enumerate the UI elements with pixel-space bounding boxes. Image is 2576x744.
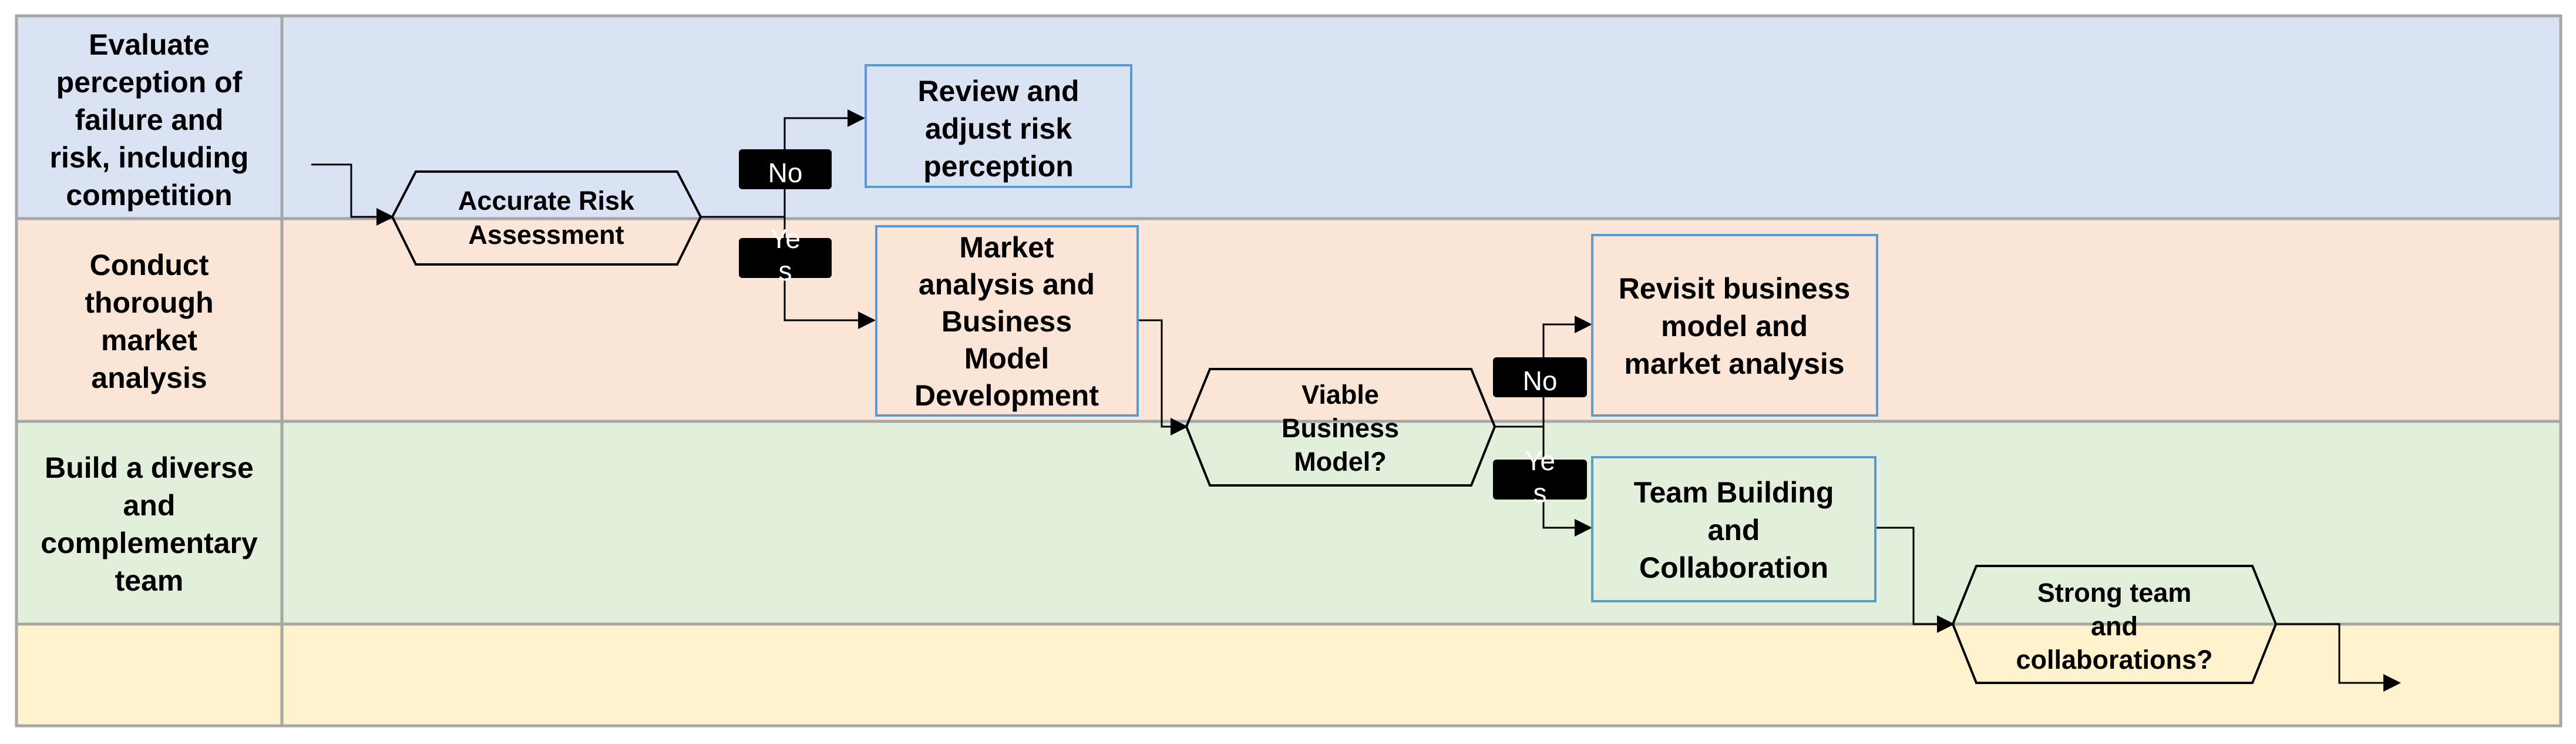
team-building-label-line-1: Team Building	[1634, 476, 1834, 509]
viable-model-decision	[1185, 368, 1496, 487]
start-arrow	[311, 163, 394, 226]
lane-title-evaluate-line-1: Evaluate	[89, 28, 210, 61]
lane-title-team: Build a diverse and complementary team	[41, 451, 258, 597]
no-badge-1-label-line-1: No	[768, 157, 803, 188]
strong-team-decision	[1951, 565, 2278, 684]
strong-team-label-line-2: and	[2091, 611, 2138, 641]
viable-model-label-line-3: Model?	[1294, 447, 1386, 477]
no-badge-1-label: No	[768, 157, 803, 188]
lane-market-analysis	[16, 219, 2561, 421]
no-badge-2-label-line-1: No	[1523, 366, 1558, 396]
market-analysis-label-line-2: analysis and	[919, 268, 1095, 301]
lane-title-team-line-3: complementary	[41, 527, 258, 559]
market-analysis-box	[875, 225, 1139, 417]
lane-final	[16, 624, 2561, 726]
review-risk-box	[865, 64, 1132, 188]
lane-title-market-line-3: market	[101, 324, 197, 357]
lane-outer-border	[15, 14, 2562, 728]
revisit-model-label: Revisit business model and market analysis	[1619, 272, 1851, 380]
strong-team-label-line-1: Strong team	[2037, 578, 2192, 608]
revisit-model-label-line-1: Revisit business	[1619, 272, 1851, 305]
yes-badge-2	[1493, 460, 1587, 500]
lane-title-team-line-4: team	[115, 564, 184, 597]
lane-title-evaluate-line-3: failure and	[75, 103, 224, 136]
yes-badge-2-label-line-2: s	[1534, 478, 1547, 508]
accurate-risk-label-line-1: Accurate Risk	[458, 186, 635, 216]
market-analysis-label-line-5: Development	[914, 379, 1099, 412]
lane-title-market-line-2: thorough	[85, 286, 213, 319]
viable-model-label-line-1: Viable	[1302, 380, 1379, 410]
review-risk-label-line-2: adjust risk	[925, 112, 1072, 145]
accurate-risk-label-line-2: Assessment	[468, 220, 624, 250]
review-risk-label-line-3: perception	[923, 150, 1074, 183]
lane-borders	[15, 14, 2562, 728]
yes-badge-1-label-line-2: s	[779, 256, 792, 286]
lane-title-evaluate-line-5: competition	[66, 179, 232, 212]
lane-title-evaluate: Evaluate perception of failure and risk, in…	[50, 28, 249, 212]
review-risk-label-line-1: Review and	[917, 75, 1079, 108]
revisit-model-box	[1591, 234, 1878, 417]
lane-evaluate-risk	[16, 16, 2561, 219]
lane-title-market-line-1: Conduct	[90, 249, 209, 281]
yes-badge-1-label-line-1: Ye	[770, 223, 801, 254]
lane-title-team-line-2: and	[123, 489, 176, 522]
no-badge-2-label: No	[1523, 366, 1558, 396]
viable-model-label-line-2: Business	[1282, 413, 1399, 443]
yes-badge-2-label-line-1: Ye	[1525, 445, 1555, 476]
team-building-box	[1591, 456, 1876, 602]
accurate-risk-decision	[391, 170, 702, 266]
revisit-model-label-line-2: model and	[1661, 310, 1808, 343]
market-analysis-label-line-3: Business	[941, 305, 1072, 338]
end-arrow	[2276, 623, 2401, 692]
lane-title-evaluate-line-4: risk, including	[50, 141, 249, 174]
lane-build-team	[16, 421, 2561, 624]
market-analysis-label-line-1: Market	[959, 231, 1054, 264]
team-building-label-line-2: and	[1708, 514, 1760, 547]
lane-title-market-line-4: analysis	[91, 361, 207, 394]
team-building-label-line-3: Collaboration	[1639, 551, 1828, 584]
review-risk-label: Review and adjust risk perception	[917, 75, 1079, 183]
market-to-viable	[1138, 319, 1188, 435]
no-badge-2	[1493, 357, 1587, 397]
strong-team-label-line-3: collaborations?	[2016, 645, 2212, 675]
no-badge-1	[739, 149, 832, 189]
yes-badge-1	[739, 238, 832, 278]
market-analysis-label-line-4: Model	[964, 342, 1049, 375]
revisit-model-label-line-3: market analysis	[1624, 347, 1844, 380]
lane-title-team-line-1: Build a diverse	[45, 451, 254, 484]
team-to-strong	[1875, 527, 1955, 633]
lane-title-evaluate-line-2: perception of	[56, 66, 243, 99]
lane-title-market: Conduct thorough market analysis	[85, 249, 213, 394]
